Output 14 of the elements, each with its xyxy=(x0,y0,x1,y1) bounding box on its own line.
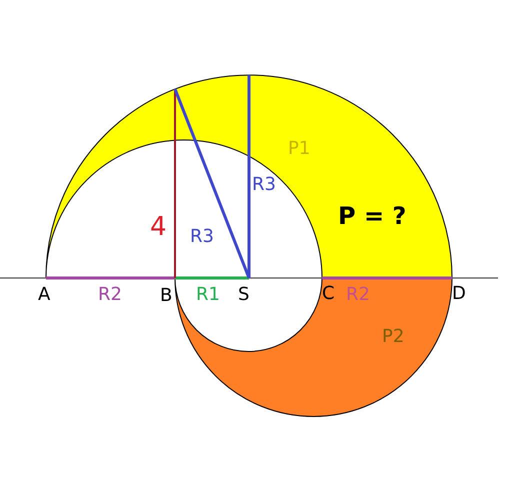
length-label: R1 xyxy=(196,286,220,304)
question-label: P = ? xyxy=(338,204,406,228)
point-label: S xyxy=(238,286,250,304)
length-label: 4 xyxy=(150,214,167,240)
region-label: P1 xyxy=(288,140,310,158)
point-label: D xyxy=(452,285,466,303)
length-label: R2 xyxy=(346,286,370,304)
length-label: R2 xyxy=(98,286,122,304)
region-label: P2 xyxy=(382,328,404,346)
point-label: A xyxy=(38,286,50,304)
point-label: C xyxy=(322,285,335,303)
length-label: R3 xyxy=(190,228,214,246)
point-label: B xyxy=(160,287,172,305)
length-label: R3 xyxy=(252,176,276,194)
